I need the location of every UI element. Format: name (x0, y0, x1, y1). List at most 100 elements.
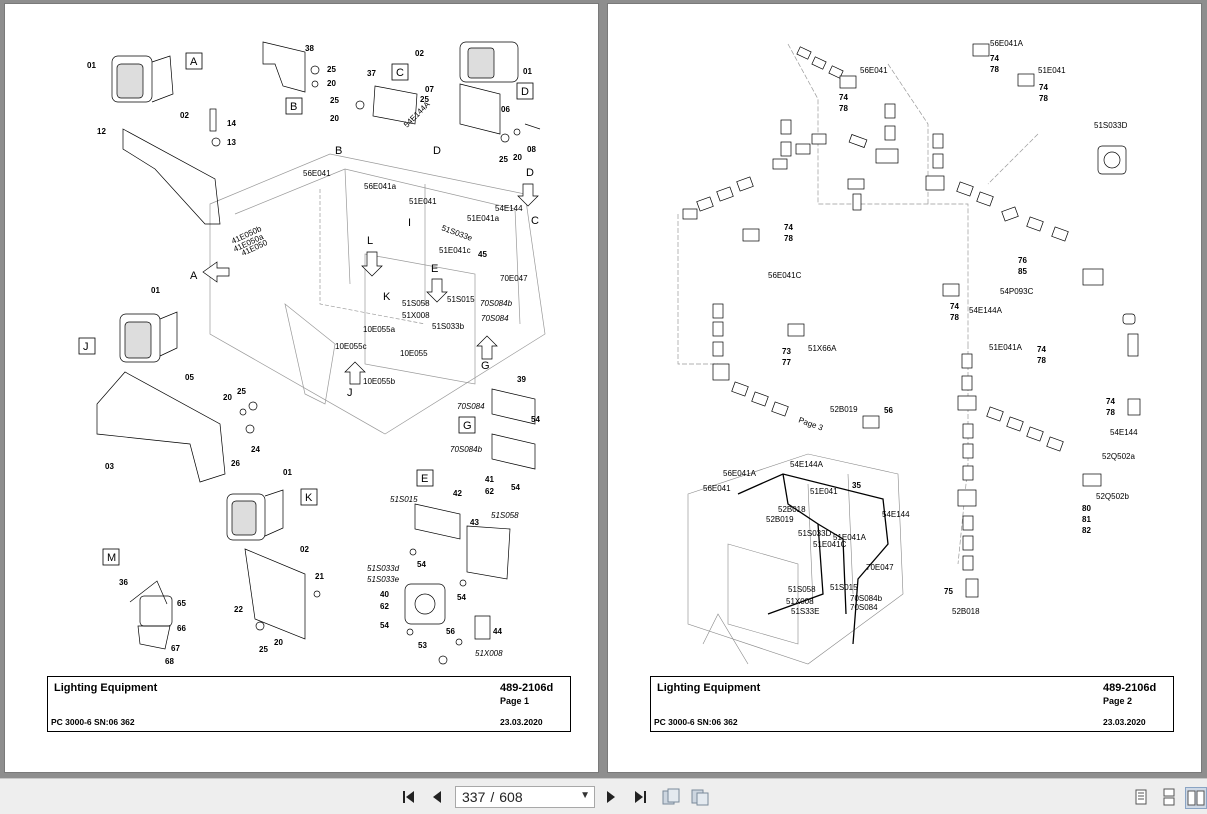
svg-text:02: 02 (415, 49, 424, 58)
svg-text:26: 26 (231, 459, 240, 468)
svg-text:20: 20 (513, 153, 522, 162)
svg-text:D: D (526, 167, 534, 179)
svg-text:73: 73 (782, 347, 791, 356)
svg-text:70E047: 70E047 (500, 274, 528, 283)
svg-text:74: 74 (1039, 83, 1048, 92)
two-page-view-button[interactable] (1185, 787, 1207, 809)
title-block: Lighting Equipment 489-2106d Page 1 PC 3… (47, 676, 571, 732)
svg-text:51S058: 51S058 (491, 511, 519, 520)
svg-text:51S33E: 51S33E (791, 607, 819, 616)
svg-text:51X008: 51X008 (475, 649, 503, 658)
svg-text:20: 20 (223, 393, 232, 402)
svg-text:D: D (521, 86, 529, 98)
svg-text:74: 74 (990, 54, 999, 63)
svg-text:B: B (335, 145, 342, 157)
first-page-button[interactable] (399, 787, 419, 807)
svg-text:21: 21 (315, 572, 324, 581)
doc-number: 489-2106d (500, 682, 554, 694)
svg-text:56E041A: 56E041A (723, 469, 757, 478)
svg-text:C: C (531, 215, 539, 227)
machine-serial: PC 3000-6 SN:06 362 (51, 717, 135, 727)
svg-text:39: 39 (517, 375, 526, 384)
page-label: Page 2 (1103, 696, 1133, 706)
next-page-button[interactable] (601, 787, 621, 807)
svg-text:13: 13 (227, 138, 236, 147)
first-page-icon (403, 791, 414, 803)
page-separator: / (490, 789, 495, 805)
svg-text:56: 56 (446, 627, 455, 636)
svg-text:70S084: 70S084 (850, 603, 878, 612)
svg-text:K: K (383, 291, 391, 303)
svg-text:06: 06 (501, 105, 510, 114)
svg-text:37: 37 (367, 69, 376, 78)
svg-text:51E041A: 51E041A (833, 533, 867, 542)
continuous-icon (1163, 788, 1175, 806)
chevron-down-icon: ▼ (580, 790, 590, 801)
svg-text:74: 74 (839, 93, 848, 102)
svg-text:76: 76 (1018, 256, 1027, 265)
fit-width-icon (691, 789, 709, 806)
svg-text:M: M (107, 552, 116, 564)
fit-page-icon (662, 788, 680, 805)
svg-text:52B018: 52B018 (952, 607, 980, 616)
last-page-icon (635, 791, 646, 803)
svg-text:77: 77 (782, 358, 791, 367)
last-page-button[interactable] (630, 787, 650, 807)
svg-text:12: 12 (97, 127, 106, 136)
svg-text:51S033D: 51S033D (798, 529, 832, 538)
fit-page-button[interactable] (661, 787, 681, 807)
svg-text:56E041: 56E041 (860, 66, 888, 75)
document-viewport[interactable]: A B C D J K M G E A B D C D I L E K G J (0, 0, 1207, 778)
svg-text:78: 78 (1039, 94, 1048, 103)
svg-text:20: 20 (330, 114, 339, 123)
navigation-toolbar: 337 / 608 ▼ (0, 778, 1207, 814)
page-number-select[interactable]: 337 / 608 ▼ (455, 786, 595, 808)
svg-text:54: 54 (417, 560, 426, 569)
two-page-icon (1187, 790, 1205, 806)
svg-text:01: 01 (151, 286, 160, 295)
svg-text:51S058: 51S058 (788, 585, 816, 594)
fit-width-button[interactable] (690, 787, 710, 807)
svg-text:65: 65 (177, 599, 186, 608)
svg-text:70E047: 70E047 (866, 563, 894, 572)
svg-text:03: 03 (105, 462, 114, 471)
drawing-date: 23.03.2020 (500, 717, 543, 727)
svg-text:J: J (347, 387, 353, 399)
svg-text:74: 74 (784, 223, 793, 232)
svg-text:78: 78 (950, 313, 959, 322)
svg-text:J: J (83, 341, 89, 353)
svg-text:C: C (396, 67, 404, 79)
svg-text:02: 02 (300, 545, 309, 554)
machine-serial: PC 3000-6 SN:06 362 (654, 717, 738, 727)
svg-text:38: 38 (305, 44, 314, 53)
single-page-view-button[interactable] (1131, 787, 1151, 807)
svg-text:62: 62 (380, 602, 389, 611)
svg-text:53: 53 (418, 641, 427, 650)
svg-text:A: A (190, 56, 198, 68)
svg-text:01: 01 (523, 67, 532, 76)
svg-text:B: B (290, 101, 297, 113)
svg-text:24: 24 (251, 445, 260, 454)
svg-text:G: G (463, 420, 472, 432)
parts-drawing-page-1: A B C D J K M G E A B D C D I L E K G J (78, 41, 546, 666)
drawing-title: Lighting Equipment (657, 682, 761, 694)
prev-page-button[interactable] (427, 787, 447, 807)
svg-text:52B018: 52B018 (778, 505, 806, 514)
svg-text:43: 43 (470, 518, 479, 527)
svg-text:I: I (408, 217, 411, 229)
svg-text:52B019: 52B019 (830, 405, 858, 414)
svg-text:10E055: 10E055 (400, 349, 428, 358)
svg-text:42: 42 (453, 489, 462, 498)
svg-text:51S058: 51S058 (402, 299, 430, 308)
svg-text:52Q502a: 52Q502a (1102, 452, 1135, 461)
svg-text:25: 25 (327, 65, 336, 74)
svg-text:A: A (190, 270, 198, 282)
svg-text:25: 25 (259, 645, 268, 654)
svg-text:01: 01 (87, 61, 96, 70)
svg-text:51E041A: 51E041A (989, 343, 1023, 352)
svg-text:25: 25 (330, 96, 339, 105)
svg-text:52Q502b: 52Q502b (1096, 492, 1129, 501)
continuous-view-button[interactable] (1159, 787, 1179, 807)
svg-text:54E144: 54E144 (1110, 428, 1138, 437)
svg-text:78: 78 (1106, 408, 1115, 417)
